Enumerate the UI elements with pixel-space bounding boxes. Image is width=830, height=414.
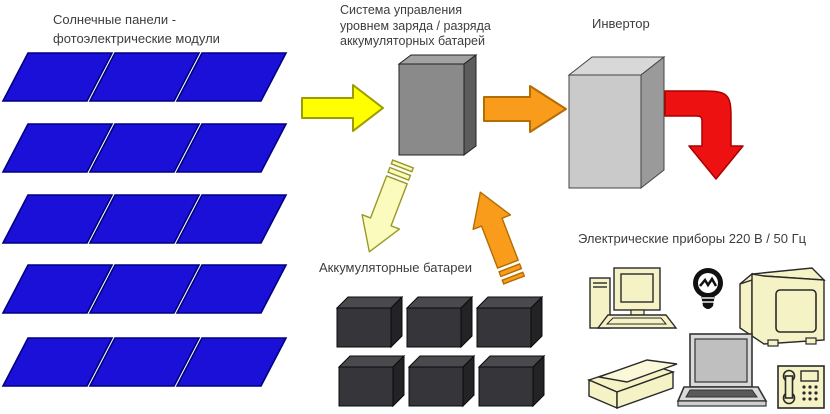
solar-panel — [88, 264, 201, 314]
tv-set-icon — [739, 267, 826, 347]
solar-panel — [88, 337, 201, 387]
control-system-label-line1: Система управления — [340, 3, 462, 17]
batteries-label: Аккумуляторные батареи — [319, 260, 472, 275]
scanner-icon — [587, 359, 678, 410]
inverter-box — [567, 55, 666, 190]
control-system-label-line2: уровнем заряда / разряда — [340, 18, 491, 33]
solar-panel — [175, 264, 288, 314]
solar-panel-row — [1, 123, 288, 173]
battery-cube — [477, 354, 546, 408]
solar-panel — [1, 52, 114, 102]
light-bulb-icon — [693, 268, 723, 309]
arrow-batteries-to-controller — [472, 191, 526, 285]
solar-panel — [88, 194, 201, 244]
battery-cube-face — [408, 366, 464, 407]
solar-panel-array — [1, 52, 288, 387]
solar-panel — [1, 194, 114, 244]
arrow-controller-to-batteries — [361, 159, 415, 253]
solar-panels-label-line1: Солнечные панели - — [53, 12, 177, 27]
battery-cube-face — [478, 366, 534, 407]
solar-panel — [1, 264, 114, 314]
arrow-panels-to-controller — [301, 84, 384, 132]
control-system-label-line3: аккумуляторных батарей — [340, 34, 485, 48]
solar-panels-label: Солнечные панели - фотоэлектрические мод… — [53, 10, 220, 48]
battery-cube-face — [406, 307, 462, 348]
battery-bank — [335, 295, 546, 408]
solar-panel-row — [1, 264, 288, 314]
battery-cube — [407, 354, 476, 408]
battery-cube-face — [336, 307, 392, 348]
solar-panel-row — [1, 337, 288, 387]
solar-panel-row — [1, 52, 288, 102]
solar-panel — [88, 52, 201, 102]
solar-panel — [88, 123, 201, 173]
inverter-label: Инвертор — [592, 16, 650, 31]
appliance-icons — [587, 267, 826, 410]
control-system-label: Система управления уровнем заряда / разр… — [340, 3, 491, 50]
battery-cube — [335, 295, 404, 349]
solar-panel — [175, 52, 288, 102]
solar-panel — [175, 123, 288, 173]
solar-panel — [175, 337, 288, 387]
battery-cube-face — [476, 307, 532, 348]
appliances-label: Электрические приборы 220 В / 50 Гц — [578, 231, 807, 246]
solar-panels-label-line2: фотоэлектрические модули — [53, 31, 220, 46]
battery-cube — [475, 295, 544, 349]
arrow-controller-to-inverter — [483, 85, 567, 133]
battery-cube — [405, 295, 474, 349]
solar-panel — [1, 337, 114, 387]
arrow-inverter-output — [664, 90, 744, 180]
solar-panel — [1, 123, 114, 173]
battery-cube-face — [338, 366, 394, 407]
battery-cube — [337, 354, 406, 408]
solar-panel-row — [1, 194, 288, 244]
telephone-icon — [777, 365, 825, 409]
laptop-icon — [676, 333, 768, 407]
desktop-computer-icon — [589, 267, 678, 329]
controller-box — [397, 54, 478, 156]
solar-panel — [175, 194, 288, 244]
